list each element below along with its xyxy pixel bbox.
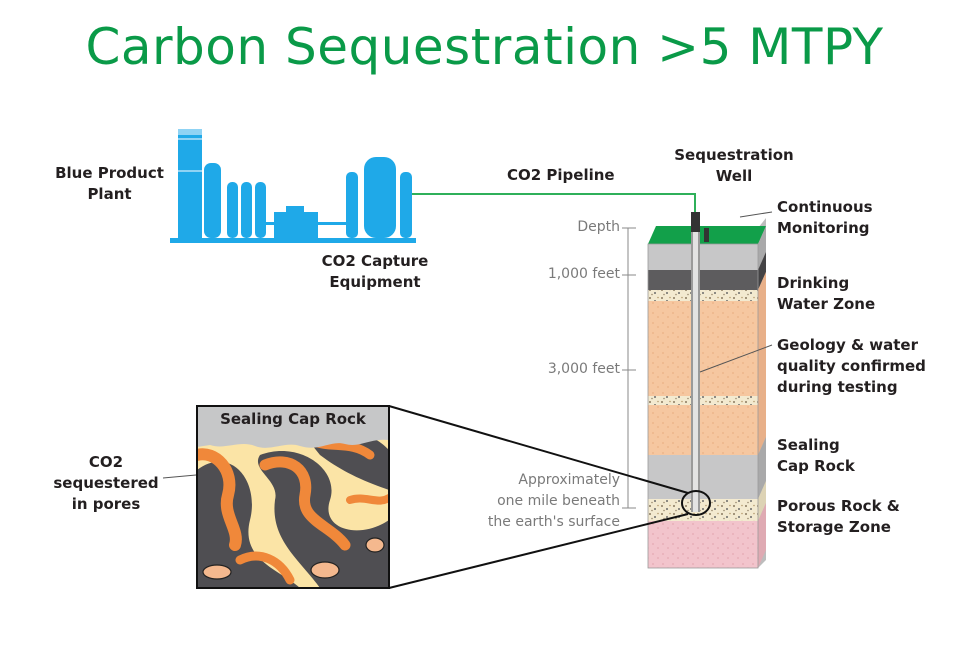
label-monitoring-line1: Continuous: [777, 198, 873, 216]
label-monitoring: Continuous Monitoring: [777, 197, 873, 239]
label-geology: Geology & water quality confirmed during…: [777, 335, 926, 398]
label-well: Sequestration Well: [672, 145, 796, 187]
magnifier-circle-icon: [388, 405, 711, 589]
label-plant-line1: Blue Product: [55, 164, 164, 182]
label-well-line2: Well: [715, 167, 753, 185]
leader-lines: [162, 211, 773, 479]
geology-column: [647, 218, 766, 569]
label-capture-line1: CO2 Capture: [321, 252, 429, 270]
plant-icon: [170, 129, 416, 243]
depth-approx-line1: Approximately: [518, 472, 620, 488]
depth-approx: Approximately one mile beneath the earth…: [450, 470, 620, 533]
label-caprock: Sealing Cap Rock: [777, 435, 855, 477]
label-monitoring-line2: Monitoring: [777, 219, 870, 237]
depth-approx-line2: one mile beneath: [497, 493, 620, 509]
well-pipe-icon: [691, 212, 709, 512]
label-porous: Porous Rock & Storage Zone: [777, 496, 900, 538]
label-capture-line2: Equipment: [329, 273, 421, 291]
label-caprock-line2: Cap Rock: [777, 457, 855, 475]
depth-1000-feet: 1,000 feet: [547, 266, 620, 282]
co2-pipeline-line: [412, 193, 696, 217]
label-well-line1: Sequestration: [674, 146, 794, 164]
label-co2-pores-line3: in pores: [71, 495, 141, 513]
label-sealing-inset: Sealing Cap Rock: [220, 410, 366, 428]
depth-label: Depth: [577, 219, 620, 235]
label-pipeline: CO2 Pipeline: [507, 166, 615, 184]
label-plant-line2: Plant: [87, 185, 132, 203]
pore-inset: [197, 406, 389, 588]
label-porous-line2: Storage Zone: [777, 518, 891, 536]
label-caprock-line1: Sealing: [777, 436, 840, 454]
label-porous-line1: Porous Rock &: [777, 497, 900, 515]
label-co2-pores: CO2 sequestered in pores: [50, 452, 162, 515]
label-geology-line3: during testing: [777, 378, 898, 396]
label-geology-line1: Geology & water: [777, 336, 918, 354]
depth-scale: [622, 227, 636, 509]
page-title: Carbon Sequestration >5 MTPY: [85, 18, 884, 76]
label-geology-line2: quality confirmed: [777, 357, 926, 375]
depth-3000-feet: 3,000 feet: [547, 361, 620, 377]
depth-approx-line3: the earth's surface: [487, 514, 620, 530]
pore-inset-frame: [196, 405, 390, 589]
label-drinking: Drinking Water Zone: [777, 273, 875, 315]
label-co2-pores-line2: sequestered: [53, 474, 159, 492]
label-co2-pores-line1: CO2: [88, 453, 124, 471]
label-drinking-line2: Water Zone: [777, 295, 876, 313]
label-capture: CO2 Capture Equipment: [318, 251, 432, 293]
label-plant: Blue Product Plant: [52, 163, 167, 205]
label-drinking-line1: Drinking: [777, 274, 850, 292]
